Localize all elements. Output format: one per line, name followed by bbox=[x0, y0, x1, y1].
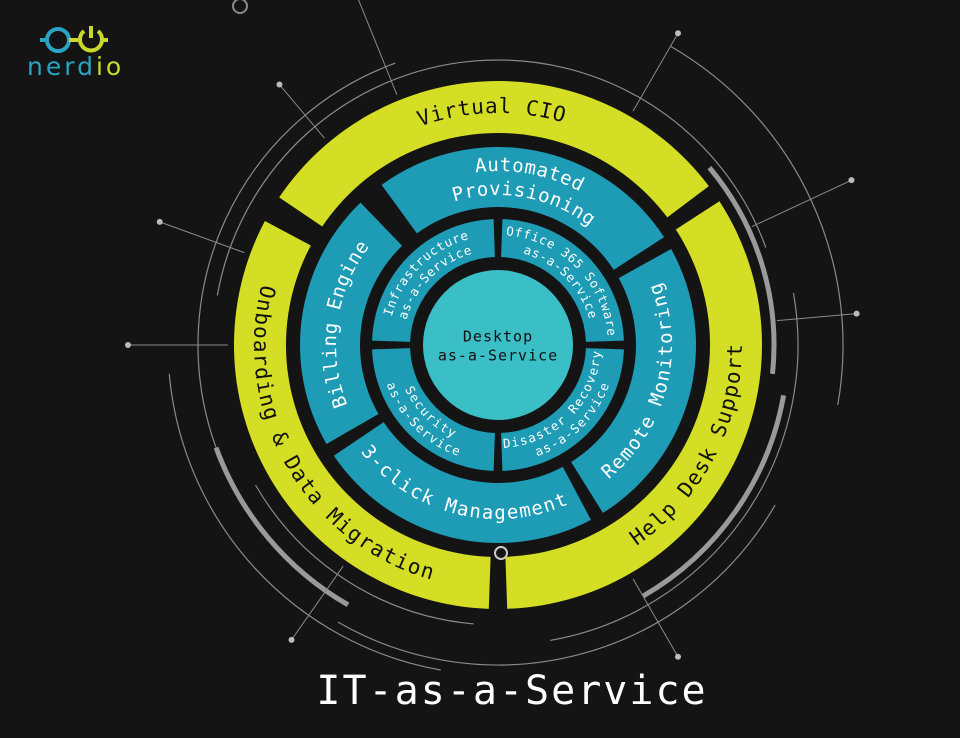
decor-arc bbox=[168, 373, 441, 671]
logo-text-part: io bbox=[95, 52, 125, 81]
decor-radial-line bbox=[751, 179, 852, 228]
decor-radial-line bbox=[279, 84, 325, 139]
logo-text-part: d bbox=[77, 52, 96, 81]
decor-arc bbox=[254, 484, 474, 625]
inner-ring-segment bbox=[501, 348, 624, 471]
decor-radial-line bbox=[159, 221, 245, 254]
decor-node bbox=[232, 0, 248, 14]
core-label: Desktop bbox=[463, 328, 533, 346]
decor-radial-line bbox=[291, 565, 344, 641]
middle-ring-segment bbox=[381, 147, 665, 270]
decor-node bbox=[675, 30, 681, 37]
decor-target bbox=[494, 546, 508, 560]
inner-ring-segment bbox=[372, 348, 495, 471]
decorative-circuit-lines bbox=[125, 0, 860, 671]
outer-ring-segment bbox=[233, 221, 491, 609]
middle-ring-segment bbox=[333, 422, 591, 543]
outer-ring-segment bbox=[279, 81, 709, 227]
logo-icon bbox=[40, 26, 108, 53]
outer-ring-segment bbox=[505, 201, 762, 609]
core-label: as-a-Service bbox=[438, 347, 558, 365]
decor-node bbox=[848, 177, 855, 184]
page-title: IT-as-a-Service bbox=[316, 668, 708, 714]
decor-radial-line bbox=[358, 0, 398, 95]
logo-wordmark: nerdio bbox=[27, 52, 124, 81]
decor-radial-line bbox=[776, 313, 857, 322]
decor-node bbox=[125, 342, 131, 348]
middle-ring-segment bbox=[299, 202, 403, 444]
decor-node bbox=[156, 218, 163, 225]
decor-arc bbox=[216, 59, 767, 296]
logo-text-part: ner bbox=[27, 52, 78, 81]
decor-thick-arc bbox=[213, 446, 350, 607]
decor-thick-arc bbox=[641, 394, 787, 599]
middle-ring-segment bbox=[571, 249, 696, 513]
decor-node bbox=[675, 653, 681, 660]
decor-node bbox=[288, 636, 295, 643]
decor-radial-line bbox=[632, 578, 679, 658]
inner-ring-segment bbox=[501, 219, 624, 342]
decor-arc bbox=[337, 504, 776, 666]
decor-node bbox=[276, 81, 283, 88]
inner-ring-segment bbox=[372, 219, 495, 342]
core-circle bbox=[423, 270, 573, 420]
decor-node bbox=[853, 310, 860, 317]
decor-thick-arc bbox=[707, 165, 777, 375]
decor-radial-line bbox=[632, 32, 679, 112]
decor-arc bbox=[197, 62, 396, 448]
decor-arc bbox=[549, 292, 799, 642]
